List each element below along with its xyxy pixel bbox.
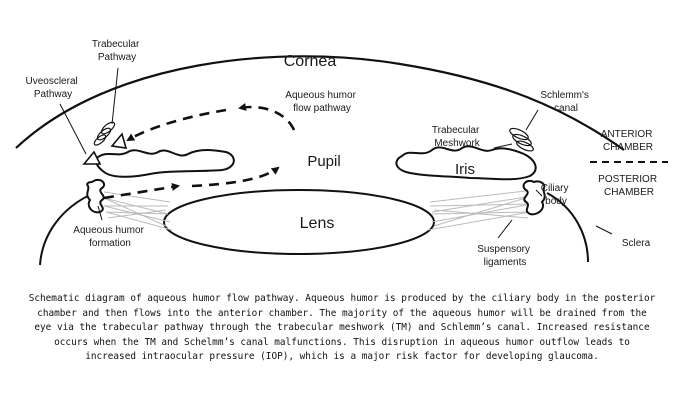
aqueous-humor-diagram: Trabecular Pathway Uveoscleral Pathway C… (15, 39, 668, 268)
leader-trabecular-pathway (111, 67, 119, 125)
leader-sclera (595, 225, 613, 235)
label-pupil: Pupil (307, 153, 340, 170)
uveoscleral-outflow-triangle (82, 150, 102, 165)
label-lens: Lens (300, 215, 335, 232)
label-trabecular-meshwork: Trabecular Meshwork (432, 125, 482, 149)
label-iris: Iris (455, 161, 475, 178)
leader-aqueous-formation (97, 205, 103, 221)
label-suspensory-ligaments: Suspensory ligaments (477, 244, 533, 268)
suspensory-ligaments-right (427, 189, 535, 231)
flow-arrow-to-meshwork (126, 108, 227, 142)
iris-left (95, 149, 235, 178)
label-sclera: Sclera (622, 238, 651, 249)
label-trabecular-pathway: Trabecular Pathway (92, 39, 142, 63)
leader-schlemms-canal (525, 109, 539, 131)
figure-caption: Schematic diagram of aqueous humor flow … (28, 293, 656, 363)
schlemms-canal-right (509, 127, 534, 152)
label-schlemms-canal: Schlemm's canal (540, 90, 591, 114)
flow-arrow-anterior (238, 102, 296, 131)
label-ciliary-body: Ciliary body (541, 183, 572, 207)
trabecular-outflow-triangle (110, 132, 128, 149)
sclera-right (546, 192, 589, 263)
leader-suspensory-ligaments (497, 219, 513, 239)
sclera-left (39, 192, 95, 266)
label-uveoscleral-pathway: Uveoscleral Pathway (25, 76, 80, 100)
leader-trabecular-meshwork (493, 143, 513, 149)
ciliary-body-right (522, 180, 546, 216)
label-anterior-chamber: ANTERIOR CHAMBER (601, 129, 655, 153)
label-aqueous-flow: Aqueous humor flow pathway (285, 90, 358, 114)
label-cornea: Cornea (284, 53, 337, 70)
ciliary-body-left (86, 178, 106, 214)
flow-arrow-posterior (103, 183, 180, 200)
iris-right (395, 145, 537, 181)
cornea-outline (15, 55, 625, 151)
leader-ciliary-body (535, 189, 543, 197)
leader-uveoscleral-pathway (59, 103, 87, 155)
leader-lines (59, 67, 613, 239)
suspensory-ligaments-left (103, 191, 173, 231)
label-aqueous-formation: Aqueous humor formation (73, 225, 146, 249)
flow-arrow-through-pupil (191, 166, 280, 188)
label-posterior-chamber: POSTERIOR CHAMBER (598, 174, 660, 198)
trabecular-meshwork-left (93, 121, 116, 146)
aqueous-flow-arrows (103, 102, 296, 200)
